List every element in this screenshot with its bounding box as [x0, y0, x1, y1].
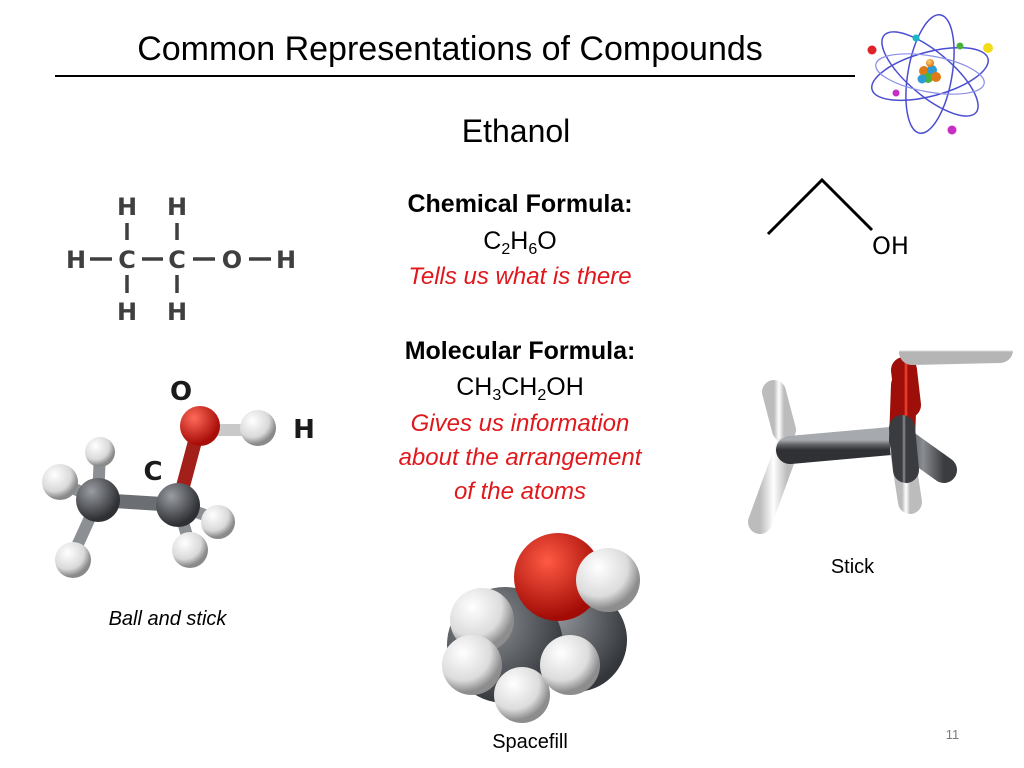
page-number: 11	[945, 727, 960, 742]
atom-h: H	[167, 193, 187, 221]
spacefill-caption: Spacefill	[492, 731, 568, 753]
atom-o: O	[222, 246, 242, 274]
atom-h: H	[276, 246, 296, 274]
atom-logo-icon	[867, 14, 993, 135]
oxygen-label: O	[170, 377, 192, 407]
structural-formula-diagram: H H H C C O H H H	[66, 193, 296, 326]
hydrogen-label: H	[293, 415, 315, 445]
molecular-formula-description: Gives us information about the arrangeme…	[330, 407, 710, 509]
description-line: Gives us information	[410, 410, 630, 437]
description-line: about the arrangement	[398, 444, 642, 471]
hydroxyl-label: OH	[872, 232, 909, 260]
ball-and-stick-caption: Ball and stick	[108, 608, 227, 630]
description-line: of the atoms	[453, 478, 587, 505]
skeletal-formula-diagram: OH	[766, 177, 909, 260]
ball-and-stick-model: O H C	[42, 377, 315, 578]
atom-h: H	[167, 298, 187, 326]
atom-h: H	[66, 246, 86, 274]
chemical-formula-description: Tells us what is there	[408, 263, 632, 290]
stick-caption: Stick	[830, 556, 875, 578]
atom-c: C	[118, 246, 136, 274]
carbon-label: C	[143, 457, 162, 487]
chemical-formula-label: Chemical Formula:	[407, 190, 633, 218]
atom-h: H	[117, 298, 137, 326]
title-underline	[55, 75, 855, 77]
spacefill-model	[442, 533, 640, 723]
slide-title: Common Representations of Compounds	[137, 30, 763, 68]
molecular-formula-label: Molecular Formula:	[404, 337, 636, 365]
compound-name: Ethanol	[461, 113, 571, 149]
atom-h: H	[117, 193, 137, 221]
atom-c: C	[168, 246, 186, 274]
stick-model	[744, 337, 1013, 534]
molecular-formula: CH3CH2OH	[456, 373, 584, 404]
chemical-formula: C2H6O	[483, 227, 557, 258]
